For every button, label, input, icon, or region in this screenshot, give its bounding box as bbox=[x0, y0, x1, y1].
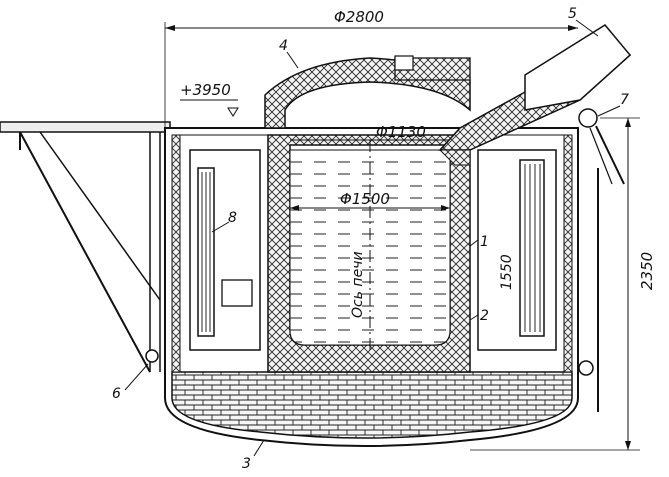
axis-label: Ось печи bbox=[350, 251, 366, 318]
inner-diameter-label: Φ1500 bbox=[340, 190, 390, 208]
inductor-left bbox=[189, 149, 261, 351]
outer-diameter-label: Φ2800 bbox=[334, 8, 384, 26]
total-height-label: 2350 bbox=[638, 252, 656, 290]
dim-inner-diameter bbox=[290, 205, 450, 211]
crucible-height-label: 1550 bbox=[499, 254, 515, 290]
dim-outer-diameter bbox=[164, 22, 578, 128]
callout-8: 8 bbox=[228, 210, 237, 226]
service-platform bbox=[0, 121, 171, 373]
callout-leaders bbox=[124, 19, 621, 457]
furnace-roof bbox=[264, 55, 471, 129]
inductor-right bbox=[477, 149, 557, 351]
callout-6: 6 bbox=[112, 386, 121, 402]
level-mark-label: +3950 bbox=[180, 81, 231, 99]
melt bbox=[289, 149, 451, 346]
callout-3: 3 bbox=[242, 456, 251, 472]
pouring-spout bbox=[438, 24, 632, 166]
bottom-lining bbox=[171, 371, 573, 439]
tilting-hinge bbox=[578, 108, 625, 412]
callout-4: 4 bbox=[279, 38, 288, 54]
right-wall-lining bbox=[563, 134, 573, 373]
left-wall-lining bbox=[171, 134, 181, 373]
callout-5: 5 bbox=[568, 6, 577, 22]
callout-2: 2 bbox=[480, 308, 489, 324]
dim-total-height bbox=[470, 117, 640, 451]
roof-opening-label: Φ1130 bbox=[376, 123, 426, 141]
callout-7: 7 bbox=[620, 92, 629, 108]
dim-level-mark bbox=[180, 99, 239, 117]
callout-1: 1 bbox=[480, 234, 489, 250]
